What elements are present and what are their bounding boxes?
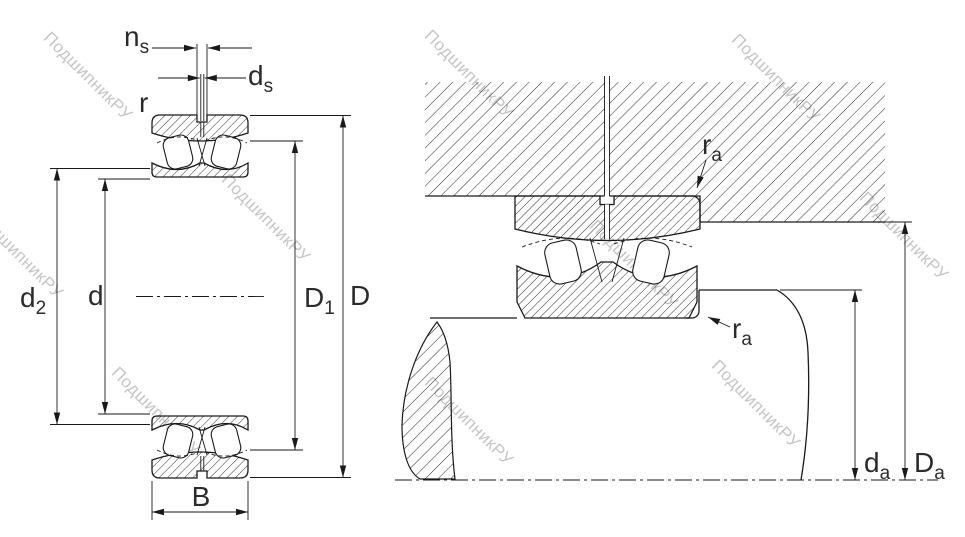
inner-ring-lower-section xyxy=(151,415,249,432)
raceway-dashed-line xyxy=(204,136,248,144)
roller xyxy=(210,423,242,459)
raceway-dashed-line xyxy=(613,237,693,248)
outer-ring-lower-section xyxy=(151,451,249,479)
ring-hole-clear xyxy=(605,204,609,239)
shaft-contour xyxy=(776,289,810,481)
leader-arrow xyxy=(707,316,731,328)
dim-B: B xyxy=(151,481,249,520)
dim-D1: D1 xyxy=(250,140,335,451)
annotation-ra-housing: ra xyxy=(696,129,722,189)
raceway-dashed-line xyxy=(156,136,200,144)
dim-ns: ns xyxy=(124,21,252,115)
raceway-dashed-line xyxy=(204,449,248,457)
inner-ring-section xyxy=(516,261,698,319)
bearing-lower-section xyxy=(151,415,249,479)
bearing-cross-section-view xyxy=(136,114,264,479)
inner-ring-upper-section xyxy=(151,161,249,178)
watermark-text: ПодшипникРУ xyxy=(708,356,804,452)
annotation-ra-shaft: ra xyxy=(707,313,752,350)
cage-line xyxy=(589,237,603,283)
dim-Da: Da xyxy=(885,221,945,484)
cage-line xyxy=(611,237,625,283)
shaft-broken-section xyxy=(401,321,456,480)
shaft-fillet xyxy=(691,310,700,319)
label-ra-housing: ra xyxy=(702,129,722,166)
cage-line xyxy=(198,137,208,167)
watermark-text: ПодшипникРУ xyxy=(40,28,136,124)
label-D1: D1 xyxy=(304,282,335,319)
label-ra-shaft: ra xyxy=(732,313,752,350)
cage-line xyxy=(196,137,206,167)
leader-arrow xyxy=(696,159,707,189)
dim-da: da xyxy=(780,289,891,484)
label-D: D xyxy=(350,280,370,311)
dim-d2: d2 xyxy=(20,168,150,425)
label-da: da xyxy=(864,447,891,484)
roller xyxy=(162,423,194,459)
roller xyxy=(632,239,670,285)
mounted-bearing-view xyxy=(395,76,938,481)
label-d2: d2 xyxy=(20,282,46,319)
watermark-text: ПодшипникРУ xyxy=(218,170,314,266)
raceway-dashed-line xyxy=(521,237,601,248)
roller xyxy=(544,239,582,285)
roller xyxy=(210,134,242,170)
label-Da: Da xyxy=(914,447,945,484)
dim-d: d xyxy=(88,178,150,415)
dim-D: D xyxy=(250,115,370,478)
label-ds: ds xyxy=(248,60,273,97)
raceway-dashed-line xyxy=(156,449,200,457)
label-ns: ns xyxy=(124,21,149,58)
bearing-upper-section xyxy=(151,114,249,178)
housing-section xyxy=(425,82,885,222)
label-B: B xyxy=(192,481,211,512)
dim-ds: ds xyxy=(158,60,273,121)
roller xyxy=(162,134,194,170)
label-d: d xyxy=(88,280,104,311)
label-r: r xyxy=(139,87,148,118)
lubrication-hole xyxy=(605,82,609,196)
cage-line xyxy=(196,426,206,456)
cage-line xyxy=(198,426,208,456)
outer-ring-upper-section xyxy=(151,114,249,142)
